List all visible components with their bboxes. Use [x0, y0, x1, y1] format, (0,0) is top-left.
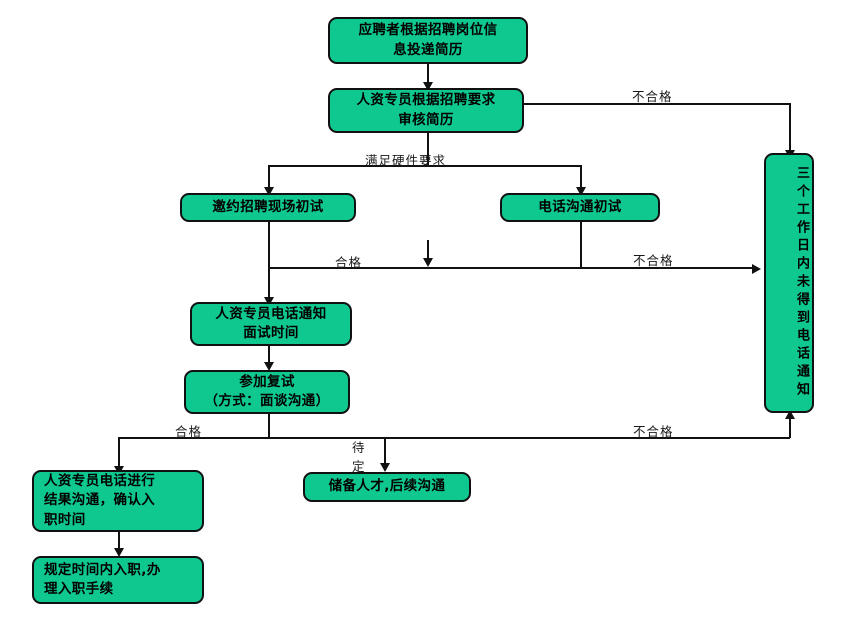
- connector-merge-center-v: [427, 240, 429, 260]
- connector-merge-bar: [268, 267, 580, 269]
- arrow-fail-second: [785, 410, 795, 419]
- node-second-interview[interactable]: 参加复试 （方式：面谈沟通）: [184, 370, 350, 414]
- edge-label-fail-second-round: 不合格: [633, 424, 674, 439]
- arrow-pass-to-n5: [264, 297, 274, 306]
- connector-n4-merge-v: [580, 222, 582, 268]
- edge-label-meets-requirements: 满足硬件要求: [365, 153, 447, 168]
- node-label: 规定时间内入职,办 理入职手续: [44, 561, 161, 597]
- connector-bottom-split-bar: [118, 437, 790, 439]
- connector-split-bar: [268, 165, 582, 167]
- edge-label-fail-first-round: 不合格: [633, 253, 674, 268]
- connector-n2-reject-h: [524, 103, 791, 105]
- node-label: 电话沟通初试: [538, 198, 622, 215]
- node-label: 三个工作日内未得到电话通知: [794, 166, 809, 400]
- connector-fail-first-round-h: [580, 267, 755, 269]
- node-talent-pool[interactable]: 储备人才,后续沟通: [303, 472, 471, 502]
- node-label: 人资专员电话进行 结果沟通，确认入 职时间: [44, 473, 156, 528]
- connector-n5-n6: [268, 346, 270, 366]
- connector-n7-n8: [118, 532, 120, 552]
- node-phone-first-interview[interactable]: 电话沟通初试: [500, 193, 660, 222]
- node-label: 人资专员电话通知 面试时间: [215, 305, 327, 341]
- node-hr-review-resume[interactable]: 人资专员根据招聘要求 审核简历: [328, 88, 524, 133]
- edge-label-pass-first-round: 合格: [335, 255, 363, 270]
- node-label: 邀约招聘现场初试: [212, 198, 324, 215]
- node-label: 人资专员根据招聘要求 审核简历: [356, 92, 496, 128]
- arrow-merge-center: [423, 258, 433, 267]
- connector-pass-to-n5-v: [268, 267, 270, 300]
- arrow-split-right: [576, 187, 586, 196]
- connector-split-left-v: [268, 165, 270, 190]
- arrow-split-left: [264, 187, 274, 196]
- arrow-n7-n8: [114, 548, 124, 557]
- connector-pass-second-v: [118, 437, 120, 469]
- node-candidate-submit-resume[interactable]: 应聘者根据招聘岗位信 息投递简历: [328, 17, 528, 64]
- arrow-pending: [380, 463, 390, 472]
- arrow-fail-first-round: [752, 264, 761, 274]
- connector-n2-reject-v: [789, 103, 791, 153]
- arrow-n1-n2: [423, 82, 433, 91]
- connector-n6-split-v: [268, 414, 270, 438]
- arrow-n5-n6: [264, 362, 274, 371]
- edge-label-pass-second-round: 合格: [175, 424, 203, 439]
- node-hr-notify-interview-time[interactable]: 人资专员电话通知 面试时间: [190, 302, 352, 346]
- node-label: 储备人才,后续沟通: [328, 478, 446, 495]
- node-onboarding[interactable]: 规定时间内入职,办 理入职手续: [32, 556, 204, 604]
- node-no-call-within-three-days[interactable]: 三个工作日内未得到电话通知: [764, 153, 814, 413]
- connector-n2-split-v: [427, 133, 429, 165]
- node-label: 参加复试 （方式：面谈沟通）: [204, 373, 330, 409]
- connector-fail-second-v: [789, 414, 791, 438]
- edge-label-pending: 待 定: [352, 440, 366, 475]
- connector-n1-n2: [427, 64, 429, 85]
- node-onsite-first-interview[interactable]: 邀约招聘现场初试: [180, 193, 356, 222]
- edge-label-reject-screening: 不合格: [632, 89, 673, 104]
- connector-pending-v: [384, 437, 386, 465]
- connector-n3-merge-v: [268, 222, 270, 268]
- node-label: 应聘者根据招聘岗位信 息投递简历: [358, 22, 498, 58]
- connector-split-right-v: [580, 165, 582, 190]
- node-hr-result-communication[interactable]: 人资专员电话进行 结果沟通，确认入 职时间: [32, 470, 204, 532]
